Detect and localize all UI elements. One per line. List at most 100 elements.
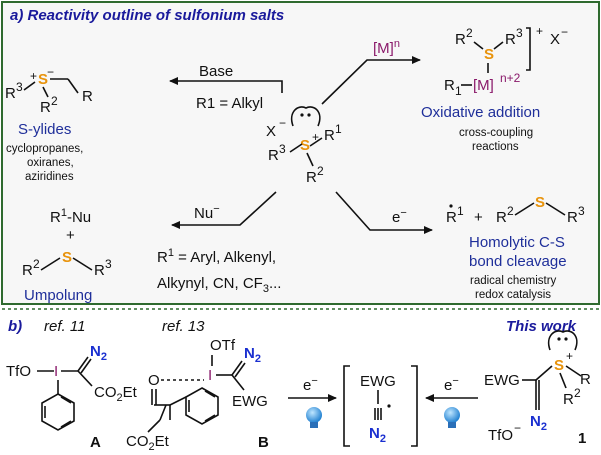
arrow-nu [171,191,277,229]
arrow-electron [335,191,433,234]
label-1: 1 [578,430,586,447]
svg-text:2: 2 [51,94,58,108]
svg-text:2: 2 [33,257,40,271]
compound-a: TfO I N2 CO2Et [6,343,138,431]
metal-label: [M]n [373,38,400,57]
svg-text:O: O [148,372,160,389]
ylides-title: S-ylides [18,121,71,138]
svg-text:1: 1 [455,84,462,98]
svg-text:−: − [514,421,521,435]
svg-text:S: S [38,71,48,88]
svg-text:+: + [566,349,573,363]
svg-text:R: R [505,31,516,48]
lightbulb-icon-2 [444,407,460,428]
svg-text:R: R [40,99,51,116]
ref13-label: ref. 13 [162,318,205,335]
arrow-base [169,77,283,93]
svg-text:R: R [580,371,591,388]
svg-text:3: 3 [516,26,523,40]
svg-text:I: I [54,363,58,380]
svg-text:TfO: TfO [6,363,31,380]
svg-text:OTf: OTf [210,337,236,354]
svg-text:R: R [22,262,33,279]
ref11-label: ref. 11 [44,318,85,335]
svg-text:n+2: n+2 [500,71,521,85]
this-work-label: This work [506,318,577,335]
svg-text:+: + [474,209,483,226]
svg-text:R: R [82,88,93,105]
svg-text:R: R [496,209,507,226]
ox-add-sub-2: reactions [472,141,519,153]
svg-text:+: + [30,69,37,83]
svg-text:2: 2 [574,386,581,400]
svg-text:3: 3 [578,204,585,218]
r1-list-line1: R1 = Aryl, Alkenyl, [157,247,276,266]
carbyne-radical: EWG N2 [343,365,418,447]
svg-text:S: S [554,357,564,374]
electron-label-b1: e− [303,375,318,394]
ox-add-sub-1: cross-coupling [459,127,533,139]
svg-text:−: − [279,116,286,130]
svg-text:R: R [444,77,455,94]
svg-text:N2: N2 [244,345,261,365]
base-label: Base [199,63,233,80]
svg-text:R: R [455,31,466,48]
ox-add-title: Oxidative addition [421,104,540,121]
svg-text:+: + [536,24,543,38]
svg-text:R: R [324,127,335,144]
ylides-product-2: oxiranes, [27,157,74,169]
svg-text:3: 3 [16,80,23,94]
svg-text:S: S [300,137,310,154]
svg-text:S: S [535,194,545,211]
svg-text:N2: N2 [90,343,107,363]
svg-text:TfO: TfO [488,427,513,444]
electron-label-b2: e− [444,375,459,394]
homolytic-title-2: bond cleavage [469,253,567,270]
svg-text:1: 1 [457,204,464,218]
lightbulb-icon [306,407,322,428]
svg-text:EWG: EWG [360,373,396,390]
svg-text:2: 2 [466,26,473,40]
svg-text:N2: N2 [369,425,386,445]
svg-text:I: I [208,367,212,384]
svg-text:2: 2 [507,204,514,218]
r1-alkyl-label: R1 = Alkyl [196,95,263,112]
svg-text:CO2Et: CO2Et [94,384,138,404]
svg-text:S: S [484,46,494,63]
plus-sign: + [66,227,75,244]
svg-text:EWG: EWG [484,372,520,389]
homolytic-title-1: Homolytic C-S [469,234,565,251]
svg-text:−: − [47,65,54,79]
svg-text:1: 1 [335,122,342,136]
svg-text:3: 3 [105,257,112,271]
svg-text:R: R [268,147,279,164]
svg-text:X: X [550,31,560,48]
svg-text:CO2Et: CO2Et [126,433,170,453]
svg-text:3: 3 [279,142,286,156]
svg-text:R: R [446,209,457,226]
panel-a-box [1,1,600,305]
r1-list-line2: Alkynyl, CN, CF3... [157,275,281,295]
homolytic-sub-2: redox catalysis [475,289,551,301]
label-a: A [90,434,101,451]
label-b: B [258,434,269,451]
svg-text:R: R [567,209,578,226]
svg-text:R: R [94,262,105,279]
svg-text:−: − [561,25,568,39]
svg-text:N2: N2 [530,413,547,433]
arrow-metal [321,56,421,105]
panel-b-title: b) [8,318,22,335]
r1nu-label: R1-Nu [50,207,91,226]
umpolung-title: Umpolung [24,287,92,304]
ylides-product-1: cyclopropanes, [6,143,83,155]
svg-text:X: X [266,123,276,140]
svg-text:EWG: EWG [232,393,268,410]
svg-text:R: R [563,391,574,408]
